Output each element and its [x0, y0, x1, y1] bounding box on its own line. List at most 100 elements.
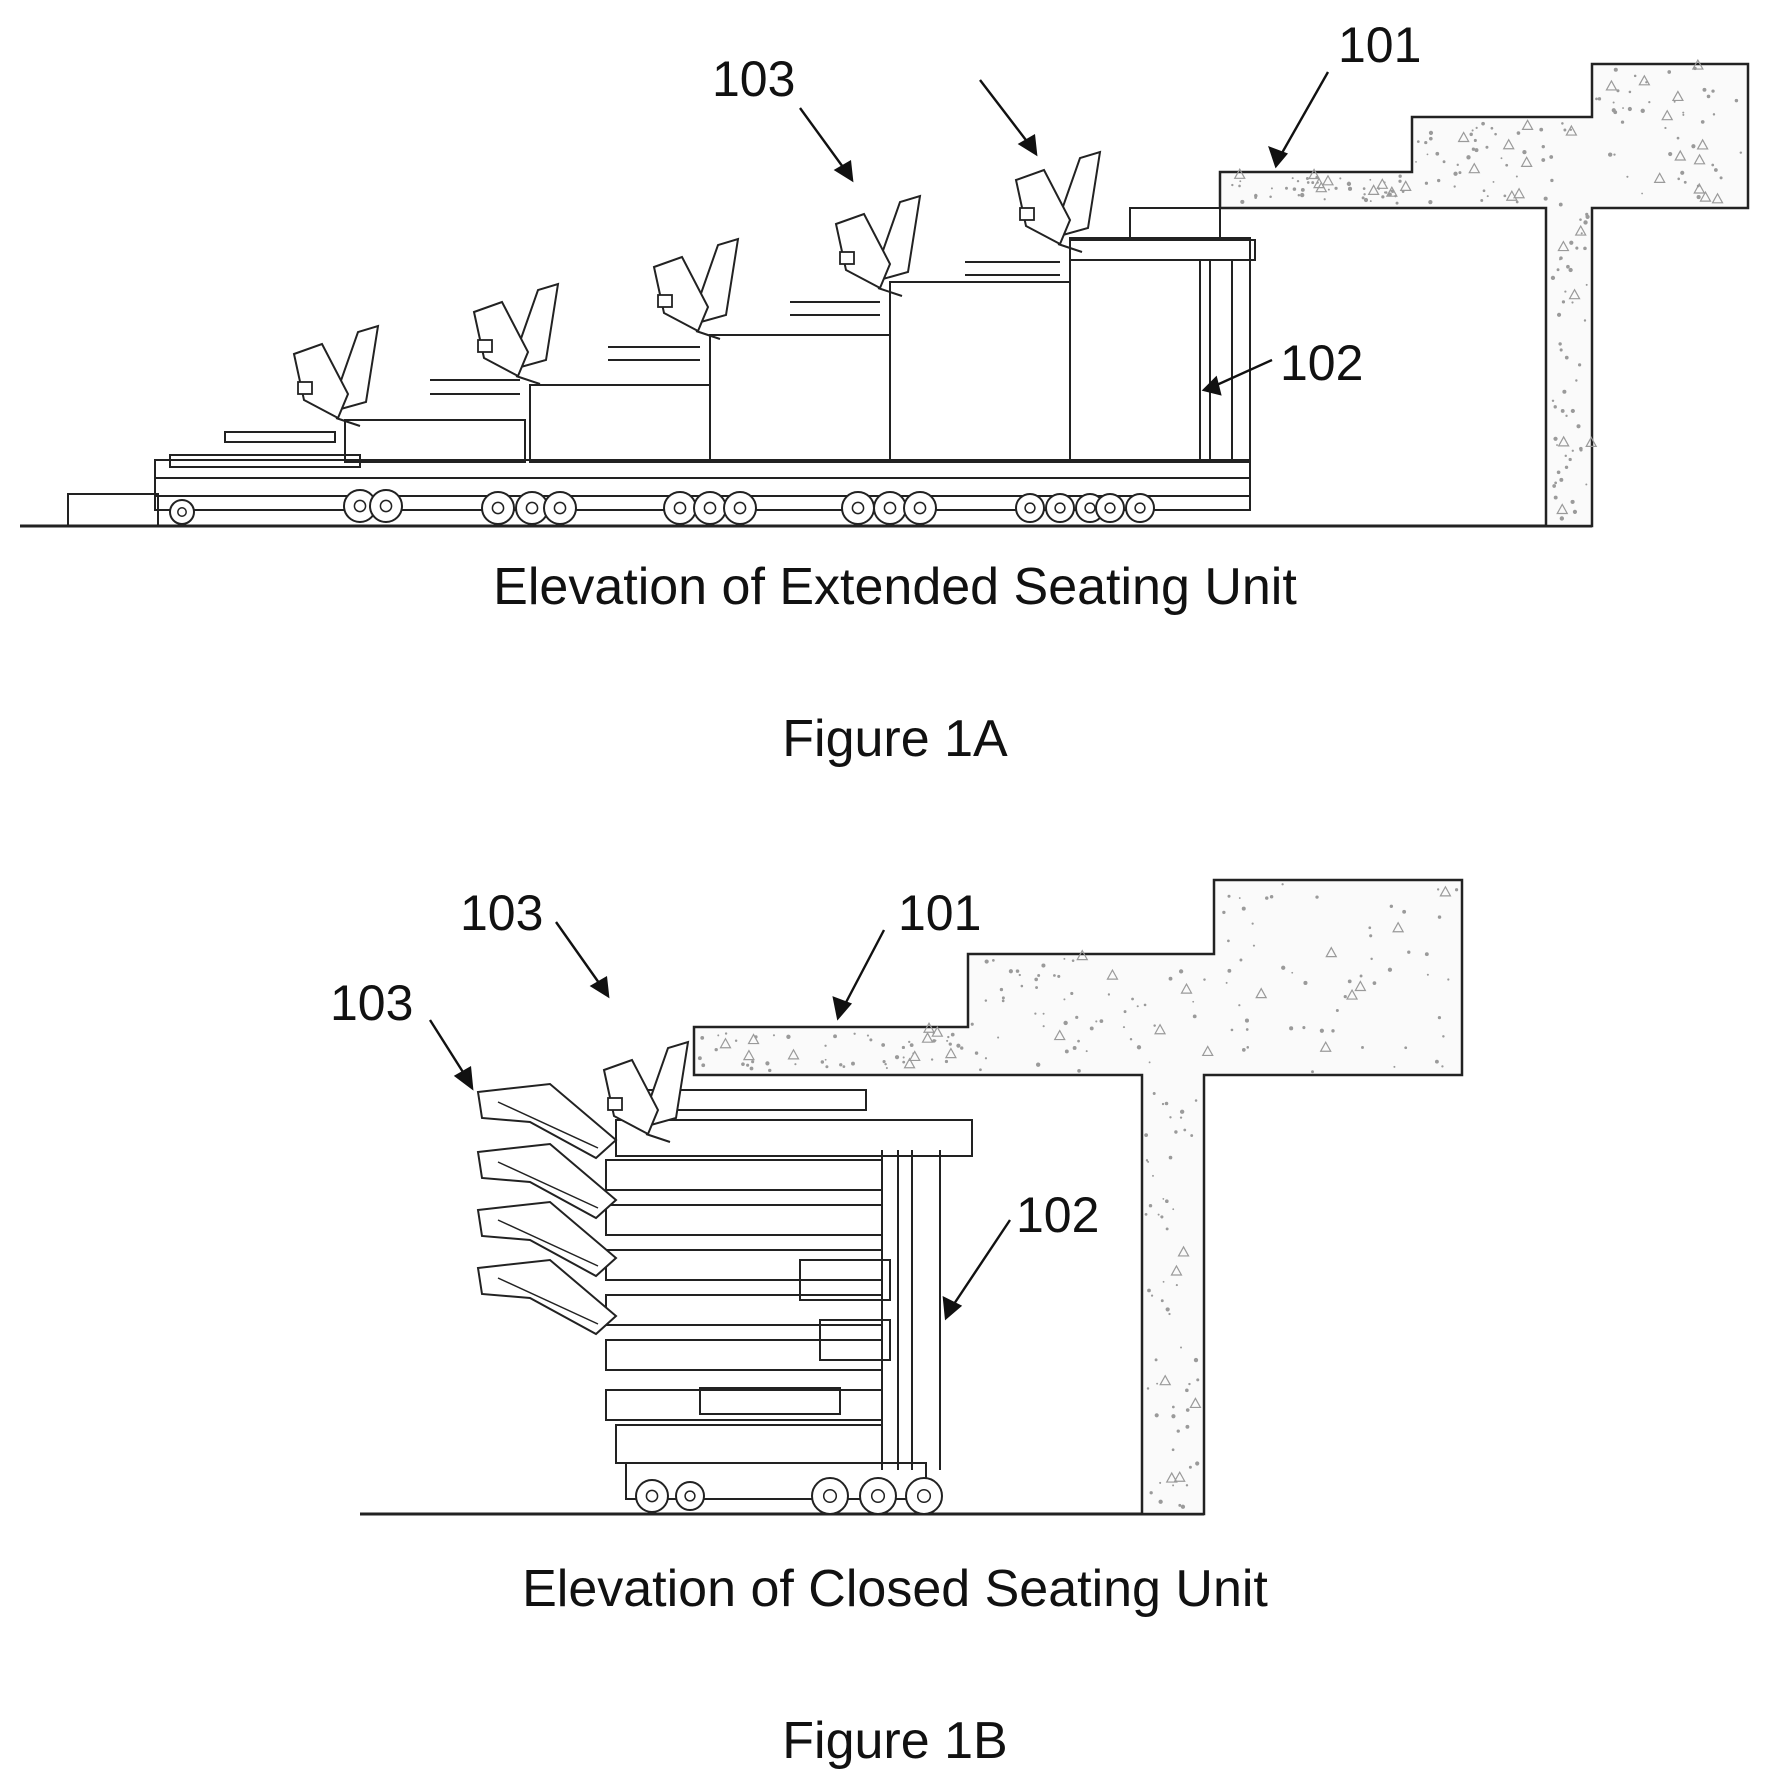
seating-unit-base	[68, 460, 1250, 526]
concrete-speck	[1172, 1484, 1174, 1486]
concrete-speck	[1255, 194, 1257, 196]
concrete-speck	[1057, 975, 1060, 978]
concrete-speck	[825, 1065, 828, 1068]
concrete-speck	[1598, 97, 1601, 100]
concrete-speck	[1677, 137, 1680, 140]
concrete-speck	[1009, 969, 1013, 973]
concrete-speck	[1130, 1038, 1132, 1040]
concrete-speck	[698, 1056, 702, 1060]
concrete-speck	[1190, 1134, 1193, 1137]
concrete-speck	[1311, 1070, 1314, 1073]
concrete-speck	[1271, 187, 1273, 189]
concrete-speck	[1179, 969, 1183, 973]
concrete-speck	[1090, 1026, 1094, 1030]
concrete-speck	[765, 1061, 769, 1065]
seat-cushion	[654, 257, 708, 331]
concrete-speck	[1185, 1389, 1189, 1393]
seat-cushion	[604, 1060, 658, 1134]
concrete-speck	[1442, 1035, 1444, 1037]
concrete-speck	[1070, 992, 1073, 995]
concrete-speck	[1714, 168, 1718, 172]
concrete-speck	[824, 1045, 826, 1047]
label-102: 102	[1280, 335, 1363, 391]
concrete-speck	[1562, 300, 1565, 303]
concrete-speck	[1195, 1461, 1199, 1465]
concrete-speck	[833, 1034, 837, 1038]
concrete-speck	[750, 1067, 754, 1071]
concrete-speck	[1438, 1016, 1441, 1019]
concrete-speck	[1153, 1024, 1155, 1026]
concrete-speck	[1581, 232, 1583, 234]
concrete-speck	[1684, 181, 1687, 184]
concrete-speck	[1629, 91, 1632, 94]
concrete-speck	[1575, 247, 1578, 250]
concrete-speck	[1222, 911, 1225, 914]
wheel	[1096, 494, 1124, 522]
concrete-speck	[1579, 448, 1582, 451]
concrete-speck	[1339, 177, 1341, 179]
concrete-speck	[949, 1043, 952, 1046]
concrete-speck	[1573, 510, 1577, 514]
concrete-speck	[1435, 152, 1439, 156]
concrete-speck	[1231, 184, 1233, 186]
concrete-speck	[1735, 99, 1738, 102]
concrete-speck	[1108, 993, 1110, 995]
seat-armrest	[840, 252, 854, 264]
concrete-speck	[985, 1057, 987, 1059]
concrete-speck	[1203, 978, 1205, 980]
concrete-speck	[1158, 1214, 1160, 1216]
concrete-speck	[1541, 158, 1545, 162]
concrete-speck	[1163, 1281, 1165, 1283]
concrete-speck	[1472, 129, 1474, 131]
concrete-speck	[1544, 197, 1548, 201]
concrete-speck	[1539, 128, 1543, 132]
concrete-speck	[1457, 164, 1459, 166]
concrete-speck	[1522, 150, 1526, 154]
seat-stack-folded	[478, 1042, 688, 1334]
concrete-speck	[1713, 113, 1715, 115]
concrete-speck	[1565, 466, 1568, 469]
concrete-speck	[1441, 1065, 1443, 1067]
concrete-speck	[1153, 1092, 1156, 1095]
concrete-speck	[1697, 195, 1701, 199]
concrete-speck	[1622, 107, 1624, 109]
concrete-speck	[1586, 284, 1588, 286]
seat-bracket	[646, 1134, 670, 1142]
concrete-speck	[1181, 1505, 1185, 1509]
concrete-speck	[1396, 202, 1399, 205]
concrete-speck	[1360, 975, 1363, 978]
concrete-speck	[1720, 176, 1723, 179]
concrete-speck	[1324, 198, 1326, 200]
concrete-speck	[786, 1035, 790, 1039]
concrete-speck	[1186, 1408, 1190, 1412]
concrete-speck	[1100, 1019, 1104, 1023]
concrete-speck	[1363, 193, 1365, 195]
concrete-speck	[1362, 196, 1365, 199]
concrete-speck	[1437, 888, 1439, 890]
concrete-speck	[1002, 996, 1005, 999]
concrete-speck	[1095, 1020, 1097, 1022]
concrete-speck	[1172, 1406, 1175, 1409]
concrete-speck	[1393, 1066, 1395, 1068]
concrete-speck	[1361, 1046, 1364, 1049]
concrete-speck	[1595, 98, 1598, 101]
concrete-speck	[1369, 934, 1372, 937]
concrete-speck	[1246, 1028, 1249, 1031]
concrete-speck	[768, 1069, 771, 1072]
concrete-speck	[735, 1039, 737, 1041]
seating-unit-closed-stack	[606, 1090, 972, 1499]
concrete-speck	[910, 1043, 914, 1047]
concrete-speck	[1043, 1013, 1045, 1015]
concrete-speck	[1328, 189, 1330, 191]
concrete-speck	[1315, 896, 1318, 899]
concrete-speck	[1552, 484, 1556, 488]
concrete-speck	[1124, 1010, 1127, 1013]
concrete-speck	[1494, 133, 1497, 136]
concrete-speck	[1428, 200, 1432, 204]
concrete-speck	[1037, 974, 1040, 977]
concrete-speck	[1702, 88, 1706, 92]
concrete-speck	[1551, 276, 1555, 280]
concrete-speck	[1239, 180, 1241, 182]
concrete-speck	[1569, 268, 1573, 272]
concrete-speck	[1503, 194, 1506, 197]
